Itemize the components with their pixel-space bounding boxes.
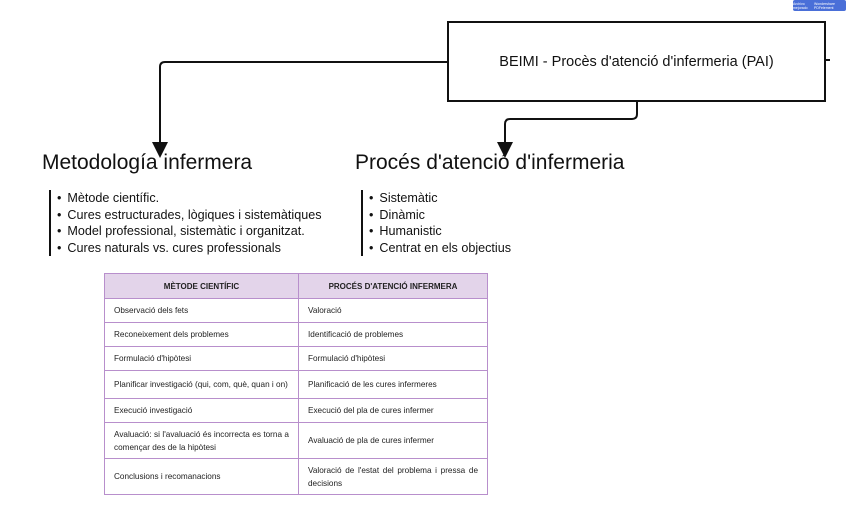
table-cell: Avaluació: si l'avaluació és incorrecta …	[104, 422, 299, 459]
table-cell: Observació dels fets	[104, 298, 299, 323]
comparison-table: MÈTODE CIENTÍFIC PROCÉS D'ATENCIÓ INFERM…	[104, 273, 488, 495]
table-cell: Identificació de problemes	[298, 322, 488, 347]
table-cell: Conclusions i recomanacions	[104, 458, 299, 495]
table-row: Conclusions i recomanacions Valoració de…	[104, 458, 488, 495]
list-item: Humanistic	[369, 223, 511, 240]
list-item: Model professional, sistemàtic i organit…	[57, 223, 322, 240]
table-cell: Formulació d'hipòtesi	[298, 346, 488, 371]
list-item: Cures estructurades, lògiques i sistemàt…	[57, 207, 321, 224]
table-header-cell: MÈTODE CIENTÍFIC	[104, 273, 299, 299]
table-cell: Planificar investigació (qui, com, què, …	[104, 370, 299, 399]
connector-right	[497, 102, 638, 158]
table-row: Observació dels fets Valoració	[104, 298, 488, 323]
badge-right-text: Wondershare PDFelement	[814, 1, 835, 10]
table-cell: Execució del pla de cures infermer	[298, 398, 488, 423]
table-cell: Valoració de l'estat del problema i pres…	[298, 458, 488, 495]
watermark-badge: Archivo mejorado Wondershare PDFelement	[793, 0, 846, 11]
root-node[interactable]: BEIMI - Procès d'atenció d'infermeria (P…	[447, 21, 826, 102]
list-item: Dinàmic	[369, 207, 511, 224]
table-cell: Planificació de les cures infermeres	[298, 370, 488, 399]
table-cell: Reconeixement dels problemes	[104, 322, 299, 347]
connector-left	[152, 61, 447, 158]
badge-left-text: Archivo mejorado	[793, 1, 808, 10]
table-header-row: MÈTODE CIENTÍFIC PROCÉS D'ATENCIÓ INFERM…	[104, 273, 488, 299]
table-cell: Execució investigació	[104, 398, 299, 423]
list-item: Sistemàtic	[369, 190, 511, 207]
branch-list-proces: Sistemàtic Dinàmic Humanistic Centrat en…	[361, 190, 511, 257]
table-row: Formulació d'hipòtesi Formulació d'hipòt…	[104, 346, 488, 371]
root-title: BEIMI - Procès d'atenció d'infermeria (P…	[499, 53, 774, 70]
list-item: Mètode científic.	[57, 190, 322, 207]
table-row: Execució investigació Execució del pla d…	[104, 398, 488, 423]
table-cell: Valoració	[298, 298, 488, 323]
table-cell: Formulació d'hipòtesi	[104, 346, 299, 371]
table-cell: Avaluació de pla de cures infermer	[298, 422, 488, 459]
branch-title-metodologia: Metodología infermera	[42, 151, 253, 174]
table-row: Avaluació: si l'avaluació és incorrecta …	[104, 422, 488, 459]
list-item: Cures naturals vs. cures professionals	[57, 240, 322, 257]
list-item: Centrat en els objectius	[369, 240, 511, 257]
table-header-cell: PROCÉS D'ATENCIÓ INFERMERA	[298, 273, 488, 299]
branch-title-proces: Procés d'atenció d'infermeria	[355, 151, 625, 174]
table-row: Reconeixement dels problemes Identificac…	[104, 322, 488, 347]
table-row: Planificar investigació (qui, com, què, …	[104, 370, 488, 399]
branch-list-metodologia: Mètode científic. Cures estructurades, l…	[49, 190, 322, 257]
